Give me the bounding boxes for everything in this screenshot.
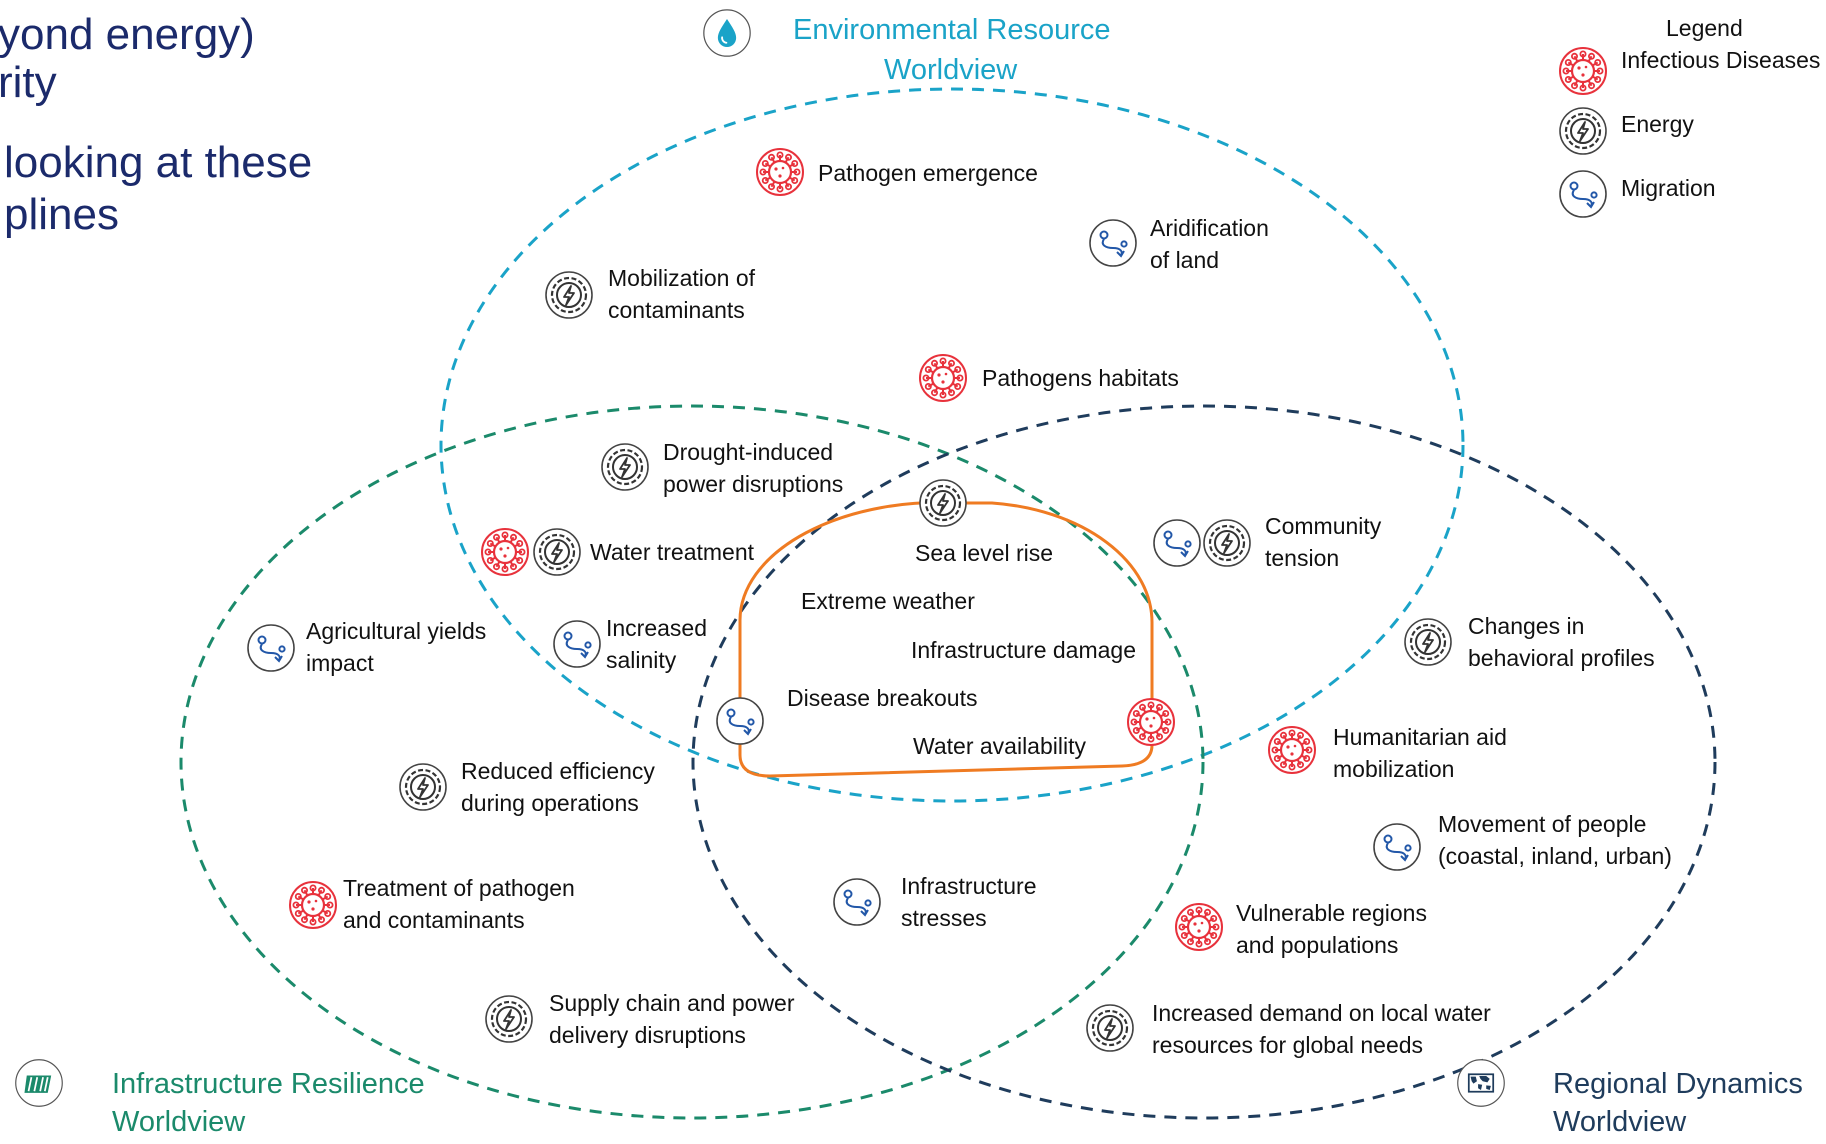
item-mobilization-line-1: Mobilization of	[608, 265, 756, 291]
core-item-disease-breakouts: Disease breakouts	[787, 685, 978, 711]
virus-icon	[1174, 902, 1224, 952]
energy-icon	[1085, 1003, 1135, 1053]
item-humanitarian-aid-line-1: Humanitarian aid	[1333, 724, 1507, 750]
legend-label-migration: Migration	[1621, 175, 1716, 201]
item-reduced-efficiency-line-2: during operations	[461, 790, 639, 816]
item-infrastructure-stresses-line-2: stresses	[901, 905, 987, 931]
migration-icon	[552, 619, 602, 669]
energy-icon	[484, 994, 534, 1044]
legend-title: Legend	[1666, 15, 1743, 41]
item-community-tension-line-1: Community	[1265, 513, 1382, 539]
legend-label-energy: Energy	[1621, 111, 1694, 137]
item-vulnerable-regions-line-2: and populations	[1236, 932, 1399, 958]
energy-icon	[532, 527, 582, 577]
slide-text-line-3: looking at these	[4, 138, 313, 187]
energy-icon	[544, 270, 594, 320]
item-movement-people-line-1: Movement of people	[1438, 811, 1647, 837]
migration-icon	[832, 877, 882, 927]
core-item-extreme-weather: Extreme weather	[801, 588, 975, 614]
infrastructure-worldview-title-1: Infrastructure Resilience	[112, 1068, 425, 1100]
item-changes-behavioral-line-2: behavioral profiles	[1468, 645, 1655, 671]
migration-icon	[715, 696, 765, 746]
virus-icon	[480, 527, 530, 577]
item-movement-people-line-2: (coastal, inland, urban)	[1438, 843, 1672, 869]
slide-text-line-1: yond energy)	[0, 10, 255, 59]
energy-icon	[1403, 617, 1453, 667]
item-aridification-line-1: Aridification	[1150, 215, 1269, 241]
item-humanitarian-aid-line-2: mobilization	[1333, 756, 1455, 782]
energy-icon	[918, 478, 968, 528]
energy-icon	[600, 442, 650, 492]
water-drop-icon	[702, 8, 784, 90]
infrastructure-resilience-circle	[179, 404, 1205, 1120]
item-increased-demand-line-1: Increased demand on local water	[1152, 1000, 1491, 1026]
core-item-sea-level-rise: Sea level rise	[915, 540, 1054, 566]
item-aridification-line-2: of land	[1150, 247, 1220, 273]
infrastructure-worldview-title-2: Worldview	[112, 1106, 246, 1138]
world-map-icon	[1456, 1058, 1542, 1144]
environmental-resource-circle	[439, 87, 1465, 803]
item-increased-demand-line-2: resources for global needs	[1152, 1032, 1424, 1058]
item-community-tension-line-2: tension	[1265, 545, 1340, 571]
item-water-treatment: Water treatment	[590, 539, 755, 565]
migration-icon	[246, 623, 296, 673]
item-supply-chain-line-1: Supply chain and power	[549, 990, 795, 1016]
virus-icon	[1267, 725, 1317, 775]
item-reduced-efficiency-line-1: Reduced efficiency	[461, 758, 655, 784]
core-overlap-region	[738, 500, 1154, 778]
slide-text-line-4: plines	[4, 190, 119, 239]
item-drought-power-line-2: power disruptions	[663, 471, 844, 497]
environmental-worldview-title-2: Worldview	[884, 54, 1018, 86]
item-mobilization-line-2: contaminants	[608, 297, 745, 323]
slide-text-line-2: rity	[0, 58, 57, 107]
migration-icon	[1558, 169, 1608, 219]
item-agricultural-yields-line-2: impact	[306, 650, 374, 676]
environmental-worldview-title-1: Environmental Resource	[793, 14, 1111, 46]
dam-icon	[14, 1058, 100, 1144]
migration-icon	[1152, 518, 1202, 568]
virus-icon	[755, 147, 805, 197]
virus-icon	[288, 880, 338, 930]
energy-icon	[1202, 518, 1252, 568]
item-increased-salinity-line-2: salinity	[606, 647, 677, 673]
item-pathogen-emergence: Pathogen emergence	[818, 160, 1038, 186]
virus-icon	[1558, 46, 1608, 96]
item-treatment-pathogen-line-1: Treatment of pathogen	[343, 875, 575, 901]
energy-icon	[398, 762, 448, 812]
regional-worldview-title-1: Regional Dynamics	[1553, 1068, 1803, 1100]
core-item-water-availability: Water availability	[913, 733, 1086, 759]
virus-icon	[1126, 697, 1176, 747]
item-pathogens-habitats: Pathogens habitats	[982, 365, 1179, 391]
item-vulnerable-regions-line-1: Vulnerable regions	[1236, 900, 1427, 926]
migration-icon	[1372, 822, 1422, 872]
energy-icon	[1558, 106, 1608, 156]
regional-worldview-title-2: Worldview	[1553, 1106, 1687, 1138]
virus-icon	[918, 353, 968, 403]
item-drought-power-line-1: Drought-induced	[663, 439, 834, 465]
item-increased-salinity-line-1: Increased	[606, 615, 708, 641]
core-item-infrastructure-damage: Infrastructure damage	[911, 637, 1137, 663]
item-agricultural-yields-line-1: Agricultural yields	[306, 618, 487, 644]
item-supply-chain-line-2: delivery disruptions	[549, 1022, 746, 1048]
item-changes-behavioral-line-1: Changes in	[1468, 613, 1585, 639]
regional-dynamics-circle	[691, 404, 1717, 1120]
legend-label-infectious-diseases: Infectious Diseases	[1621, 47, 1821, 73]
migration-icon	[1088, 218, 1138, 268]
item-treatment-pathogen-line-2: and contaminants	[343, 907, 525, 933]
item-infrastructure-stresses-line-1: Infrastructure	[901, 873, 1037, 899]
